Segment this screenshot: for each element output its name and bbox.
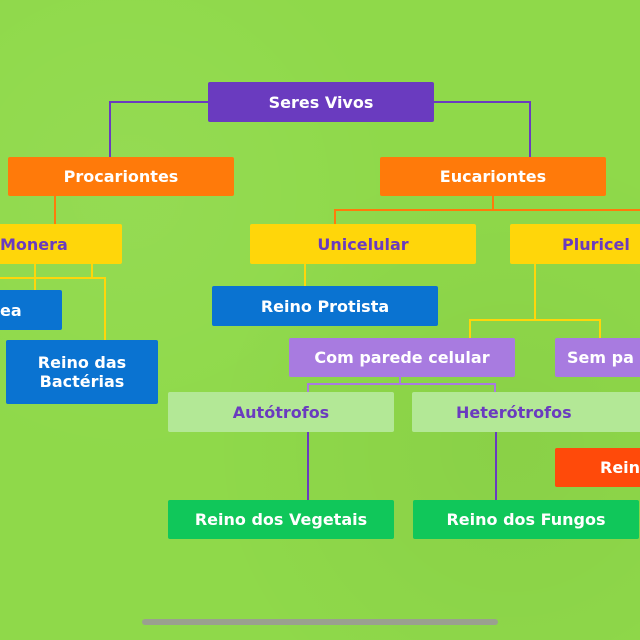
node-sem-parede-celular: Sem pa: [555, 338, 640, 377]
node-reino-protista: Reino Protista: [212, 286, 438, 326]
node-reino-fungos: Reino dos Fungos: [413, 500, 639, 539]
node-seres-vivos: Seres Vivos: [208, 82, 434, 122]
node-autotrofos: Autótrofos: [168, 392, 394, 432]
node-reino-vegetais: Reino dos Vegetais: [168, 500, 394, 539]
node-unicelular: Unicelular: [250, 224, 476, 264]
node-pluricelular: Pluricel: [510, 224, 640, 264]
node-reino-bacterias: Reino das Bactérias: [6, 340, 158, 404]
home-indicator[interactable]: [142, 619, 498, 625]
node-reino-fragment: Rein: [555, 448, 640, 487]
node-heterotrofos: Heterótrofos: [412, 392, 640, 432]
node-monera: Monera: [0, 224, 122, 264]
node-com-parede-celular: Com parede celular: [289, 338, 515, 377]
node-eucariontes: Eucariontes: [380, 157, 606, 196]
node-archaea: ea: [0, 290, 62, 330]
node-procariontes: Procariontes: [8, 157, 234, 196]
